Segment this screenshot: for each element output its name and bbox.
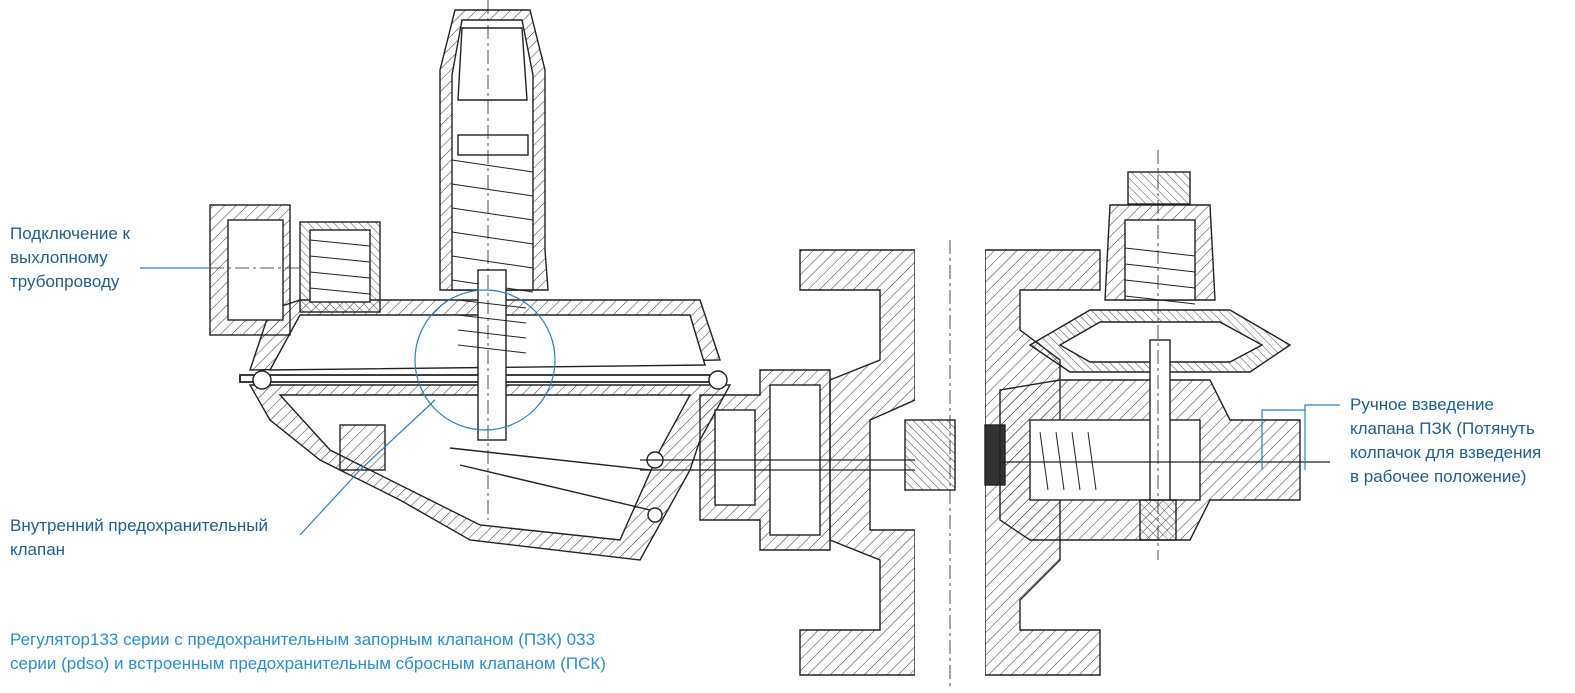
internal-relief-valve-label: Внутренний предохранительный клапан (10, 516, 268, 559)
exhaust-connection-label: Подключение к выхлопному трубопроводу (10, 224, 130, 291)
leader-relief (299, 399, 436, 536)
manual-reset-label: Ручное взведение клапана ПЗК (Потянуть к… (1350, 395, 1542, 486)
figure-caption: Регулятор133 серии с предохранительным з… (10, 630, 606, 673)
regulator-body (209, 0, 732, 561)
stem (477, 269, 507, 441)
leader-manual-reset (1304, 404, 1340, 470)
lever (449, 447, 651, 471)
main-spring (451, 159, 534, 293)
relief-valve-highlight (414, 289, 556, 431)
slam-shut-actuator (999, 150, 1330, 560)
body-left-wall (799, 249, 916, 676)
outlet-connector (640, 369, 1000, 551)
leader-lines (140, 267, 1340, 536)
